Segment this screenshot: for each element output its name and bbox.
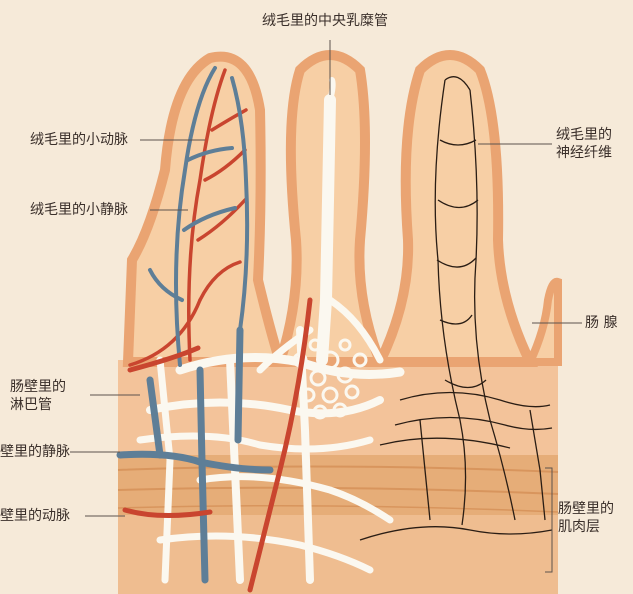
label-wall-muscle-line1: 肠壁里的: [558, 500, 632, 518]
label-villus-arteriole: 绒毛里的小动脉: [30, 131, 128, 149]
label-wall-lymph-line1: 肠壁里的: [10, 378, 90, 396]
label-wall-artery: 壁里的动脉: [0, 507, 70, 525]
label-wall-lymph-line2: 淋巴管: [10, 396, 90, 414]
label-villus-venule: 绒毛里的小静脉: [30, 201, 128, 219]
label-villus-nerve-line1: 绒毛里的: [556, 126, 630, 144]
label-villus-nerve-line2: 神经纤维: [556, 144, 630, 162]
label-villus-lacteal: 绒毛里的中央乳糜管: [262, 12, 388, 30]
label-villus-nerve: 绒毛里的 神经纤维: [556, 126, 630, 162]
label-wall-vein: 壁里的静脉: [0, 443, 70, 461]
label-wall-lymph: 肠壁里的 淋巴管: [10, 378, 90, 414]
label-wall-muscle-line2: 肌肉层: [558, 518, 632, 536]
label-intestinal-gland: 肠 腺: [585, 314, 617, 332]
label-wall-muscle: 肠壁里的 肌肉层: [558, 500, 632, 536]
